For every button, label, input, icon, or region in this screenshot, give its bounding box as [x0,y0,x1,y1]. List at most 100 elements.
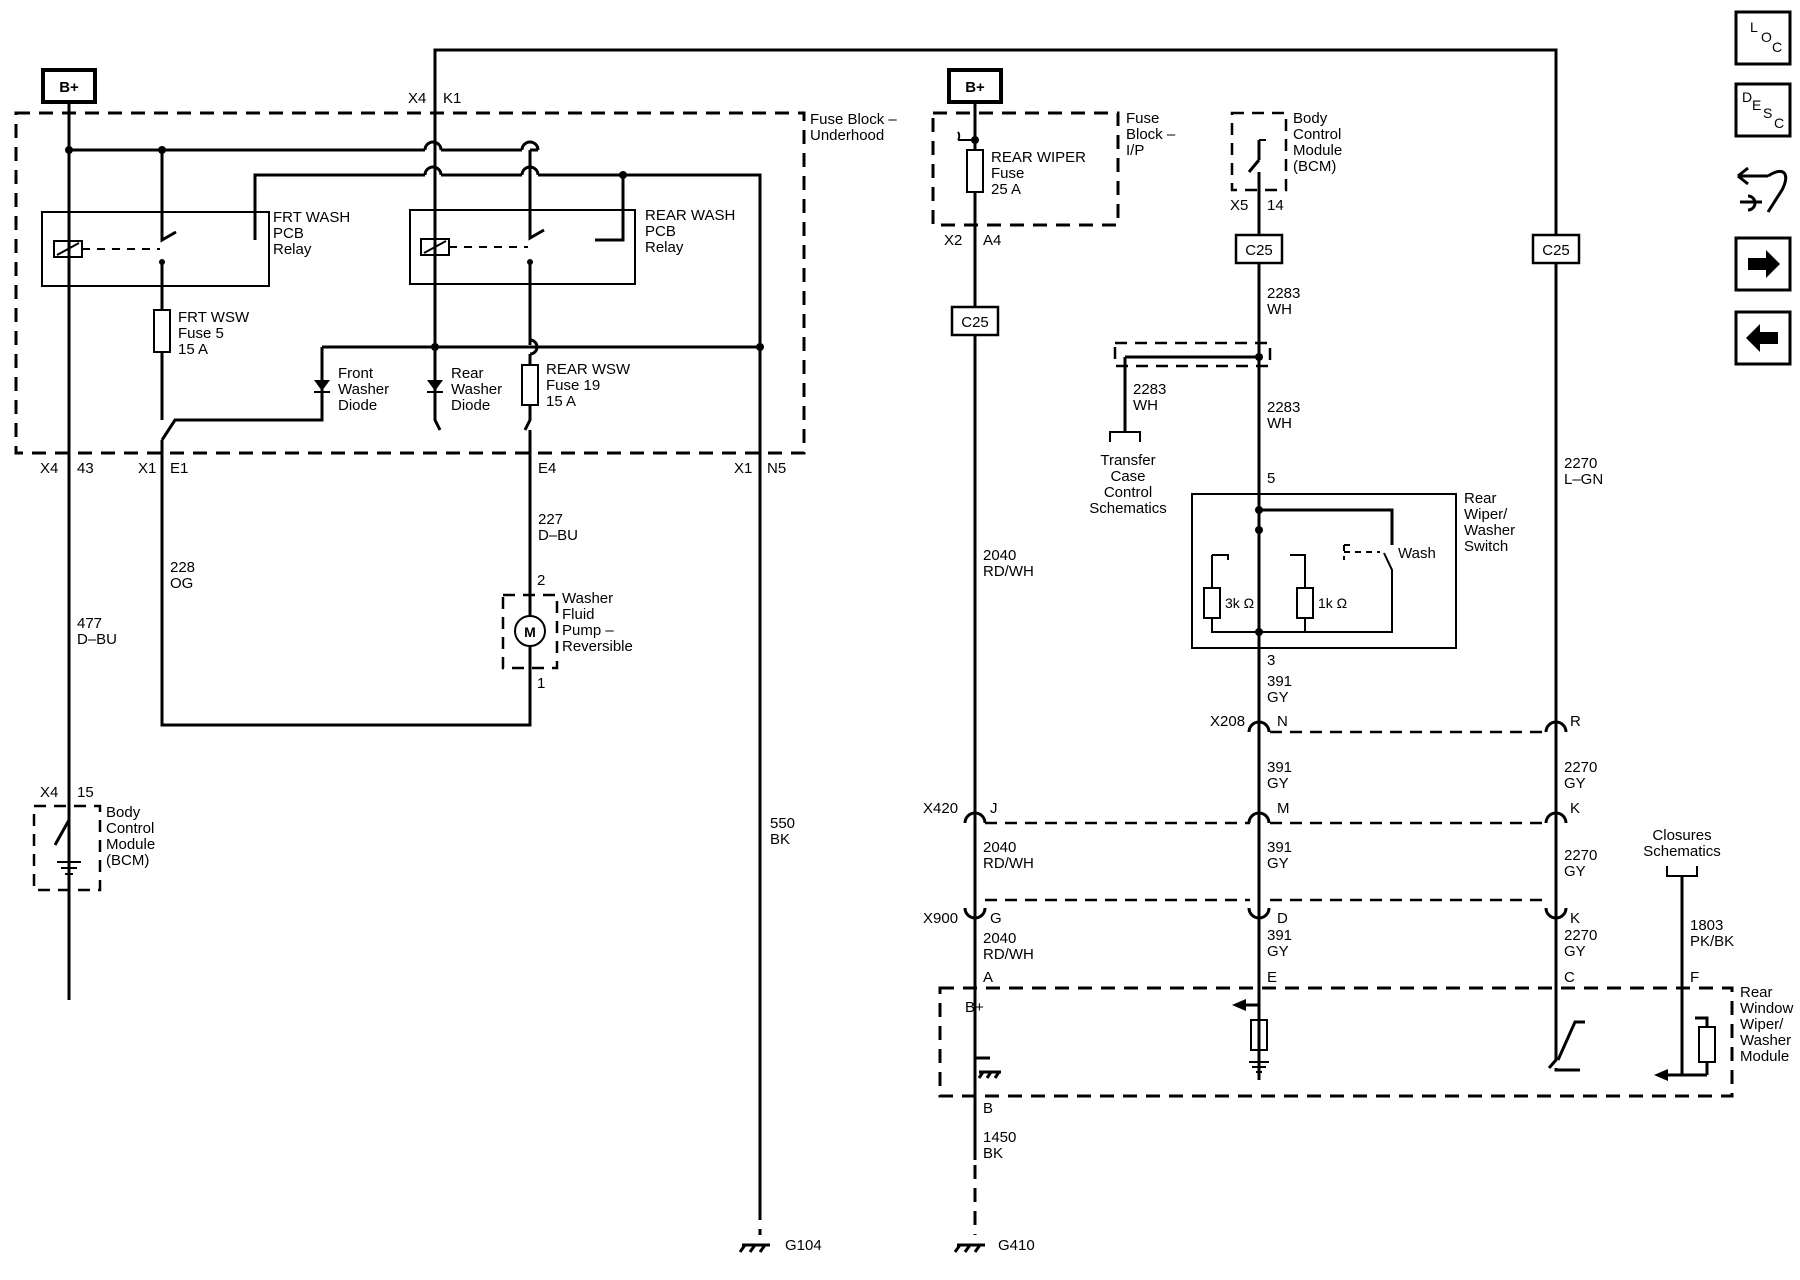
svg-text:Module: Module [106,836,155,853]
svg-text:3: 3 [1267,652,1275,669]
front-washer-diode: Front Washer Diode [160,347,389,441]
rear-wsw-fuse: REAR WSW Fuse 19 15 A [521,338,631,431]
svg-text:2: 2 [537,572,545,589]
svg-text:2040: 2040 [983,930,1016,947]
svg-text:REAR WSW: REAR WSW [546,361,631,378]
svg-text:N5: N5 [767,460,786,477]
svg-text:A4: A4 [983,232,1001,249]
svg-text:K1: K1 [443,90,461,107]
description-button[interactable]: D E S C [1734,82,1792,138]
svg-text:REAR WIPER: REAR WIPER [991,149,1086,166]
svg-text:OG: OG [170,575,193,592]
svg-text:X208: X208 [1210,713,1245,730]
svg-text:FRT WSW: FRT WSW [178,309,250,326]
svg-text:B+: B+ [59,79,79,96]
svg-text:Relay: Relay [645,239,684,256]
svg-text:X900: X900 [923,910,958,927]
svg-text:Fluid: Fluid [562,606,595,623]
svg-text:GY: GY [1564,863,1586,880]
bcm-left: X4 15 Body Control Module (BCM) [32,784,155,892]
ground-g104: G104 [738,1237,822,1254]
svg-text:D–BU: D–BU [538,527,578,544]
connector-x208: X208 N R [1210,713,1581,734]
svg-text:Rear: Rear [451,365,484,382]
svg-text:BK: BK [983,1145,1003,1162]
svg-text:E4: E4 [538,460,556,477]
svg-text:2040: 2040 [983,547,1016,564]
svg-text:D: D [1742,89,1752,105]
svg-text:C25: C25 [1542,242,1570,259]
svg-text:Schematics: Schematics [1643,843,1721,860]
connector-x420: X420 J M K [923,800,1580,825]
svg-text:1: 1 [537,675,545,692]
svg-text:14: 14 [1267,197,1284,214]
svg-text:M: M [524,624,536,640]
svg-text:C: C [1772,39,1782,55]
svg-text:Control: Control [1293,126,1341,143]
svg-text:C25: C25 [961,314,989,331]
svg-text:Switch: Switch [1464,538,1508,555]
svg-text:Body: Body [106,804,141,821]
svg-text:GY: GY [1267,689,1289,706]
connector-labels-underhood: X4 43 X1 E1 E4 X1 N5 X4 K1 [40,90,786,477]
svg-text:Block –: Block – [1126,126,1176,143]
svg-text:2283: 2283 [1267,399,1300,416]
svg-text:Module: Module [1740,1048,1789,1065]
svg-text:Window: Window [1740,1000,1794,1017]
svg-text:PK/BK: PK/BK [1690,933,1734,950]
svg-text:Front: Front [338,365,374,382]
svg-text:X4: X4 [40,784,58,801]
rear-washer-diode: Rear Washer Diode [427,365,502,414]
svg-text:E: E [1752,97,1761,113]
svg-text:Body: Body [1293,110,1328,127]
rear-window-wiper-washer-module: A E C F B+ Rear Window Wiper/ Washer Mod… [938,969,1794,1098]
svg-text:Relay: Relay [273,241,312,258]
svg-text:WH: WH [1133,397,1158,414]
svg-text:5: 5 [1267,470,1275,487]
svg-text:Washer: Washer [562,590,613,607]
svg-text:REAR WASH: REAR WASH [645,207,735,224]
svg-text:G410: G410 [998,1237,1035,1254]
svg-text:391: 391 [1267,839,1292,856]
svg-text:2270: 2270 [1564,759,1597,776]
frt-wash-relay: FRT WASH PCB Relay [41,150,350,310]
svg-text:Control: Control [1104,484,1152,501]
svg-text:15: 15 [77,784,94,801]
svg-text:2283: 2283 [1133,381,1166,398]
svg-text:J: J [990,800,998,817]
svg-text:E: E [1267,969,1277,986]
svg-text:M: M [1277,800,1290,817]
svg-text:2270: 2270 [1564,927,1597,944]
svg-text:X1: X1 [138,460,156,477]
svg-text:K: K [1570,800,1580,817]
frt-wsw-fuse: FRT WSW Fuse 5 15 A [153,309,250,420]
svg-text:391: 391 [1267,759,1292,776]
next-arrow-icon[interactable] [1734,236,1792,292]
svg-text:N: N [1277,713,1288,730]
svg-text:Fuse 5: Fuse 5 [178,325,224,342]
svg-text:S: S [1763,105,1772,121]
svg-text:BK: BK [770,831,790,848]
svg-text:B+: B+ [965,999,984,1016]
svg-text:43: 43 [77,460,94,477]
svg-text:B+: B+ [965,79,985,96]
svg-text:R: R [1570,713,1581,730]
previous-arrow-icon[interactable] [1734,310,1792,366]
svg-text:Rear: Rear [1740,984,1773,1001]
location-button[interactable]: L O C [1734,10,1792,66]
svg-text:Diode: Diode [451,397,490,414]
svg-text:Wiper/: Wiper/ [1740,1016,1784,1033]
svg-text:E1: E1 [170,460,188,477]
svg-text:Wash: Wash [1398,545,1436,562]
svg-text:(BCM): (BCM) [106,852,149,869]
svg-text:2270: 2270 [1564,455,1597,472]
svg-text:Reversible: Reversible [562,638,633,655]
svg-text:RD/WH: RD/WH [983,946,1034,963]
svg-text:Closures: Closures [1652,827,1711,844]
bplus-box-left: B+ [41,68,97,104]
svg-text:X4: X4 [40,460,58,477]
svg-text:Pump –: Pump – [562,622,614,639]
svg-text:477: 477 [77,615,102,632]
connector-diagram-icon[interactable] [1737,166,1788,213]
svg-text:227: 227 [538,511,563,528]
